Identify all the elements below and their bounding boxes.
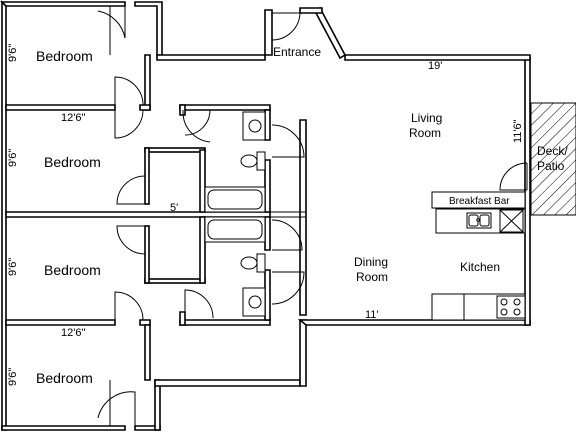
label-bedroom-2: Bedroom (44, 154, 101, 170)
dim-bedroom-2-height: 9'6" (7, 149, 19, 167)
refrigerator (431, 293, 465, 321)
breakfast-bar (431, 191, 526, 209)
label-kitchen: Kitchen (460, 260, 500, 274)
dim-living-depth: 11'6" (512, 119, 524, 143)
label-dining-2: Room (356, 270, 388, 284)
dim-dining-width: 11' (365, 309, 379, 321)
bathroom-block (179, 104, 307, 326)
dim-bedroom-top-width: 12'6" (61, 112, 85, 124)
label-bedroom-1: Bedroom (36, 48, 93, 64)
label-breakfast-bar: Breakfast Bar (449, 196, 510, 207)
label-dining-1: Dining (354, 255, 388, 269)
outer-walls (0, 0, 531, 431)
label-deck-1: Deck/ (537, 144, 568, 158)
dim-bedroom-4-height: 9'6" (7, 368, 19, 386)
label-bedroom-4: Bedroom (36, 370, 93, 386)
toilet-lower (240, 256, 258, 270)
dimension-labels: 9'6" 9'6" 9'6" 9'6" 12'6" 12'6" 5' 19' 1… (7, 44, 524, 386)
label-entrance: Entrance (273, 45, 321, 59)
toilet-upper (240, 154, 258, 168)
room-labels: Bedroom Bedroom Bedroom Bedroom Entrance… (36, 45, 568, 386)
dim-bedroom-bottom-width: 12'6" (61, 327, 85, 339)
dim-bedroom-3-height: 9'6" (7, 258, 19, 276)
dim-bedroom-1-height: 9'6" (7, 44, 19, 62)
sinks (242, 111, 266, 317)
stove (496, 295, 526, 319)
bathtubs (204, 186, 266, 243)
toilets (240, 151, 266, 273)
kitchen-fixtures (431, 191, 526, 321)
label-living-2: Room (409, 126, 441, 140)
label-living-1: Living (411, 111, 442, 125)
dim-hall-width: 5' (170, 202, 178, 214)
doors (97, 2, 528, 426)
label-bedroom-3: Bedroom (44, 262, 101, 278)
deck-patio-area (530, 102, 576, 216)
label-deck-2: Patio (537, 159, 565, 173)
bedroom-partitions (5, 6, 271, 426)
dim-living-width: 19' (428, 60, 442, 72)
